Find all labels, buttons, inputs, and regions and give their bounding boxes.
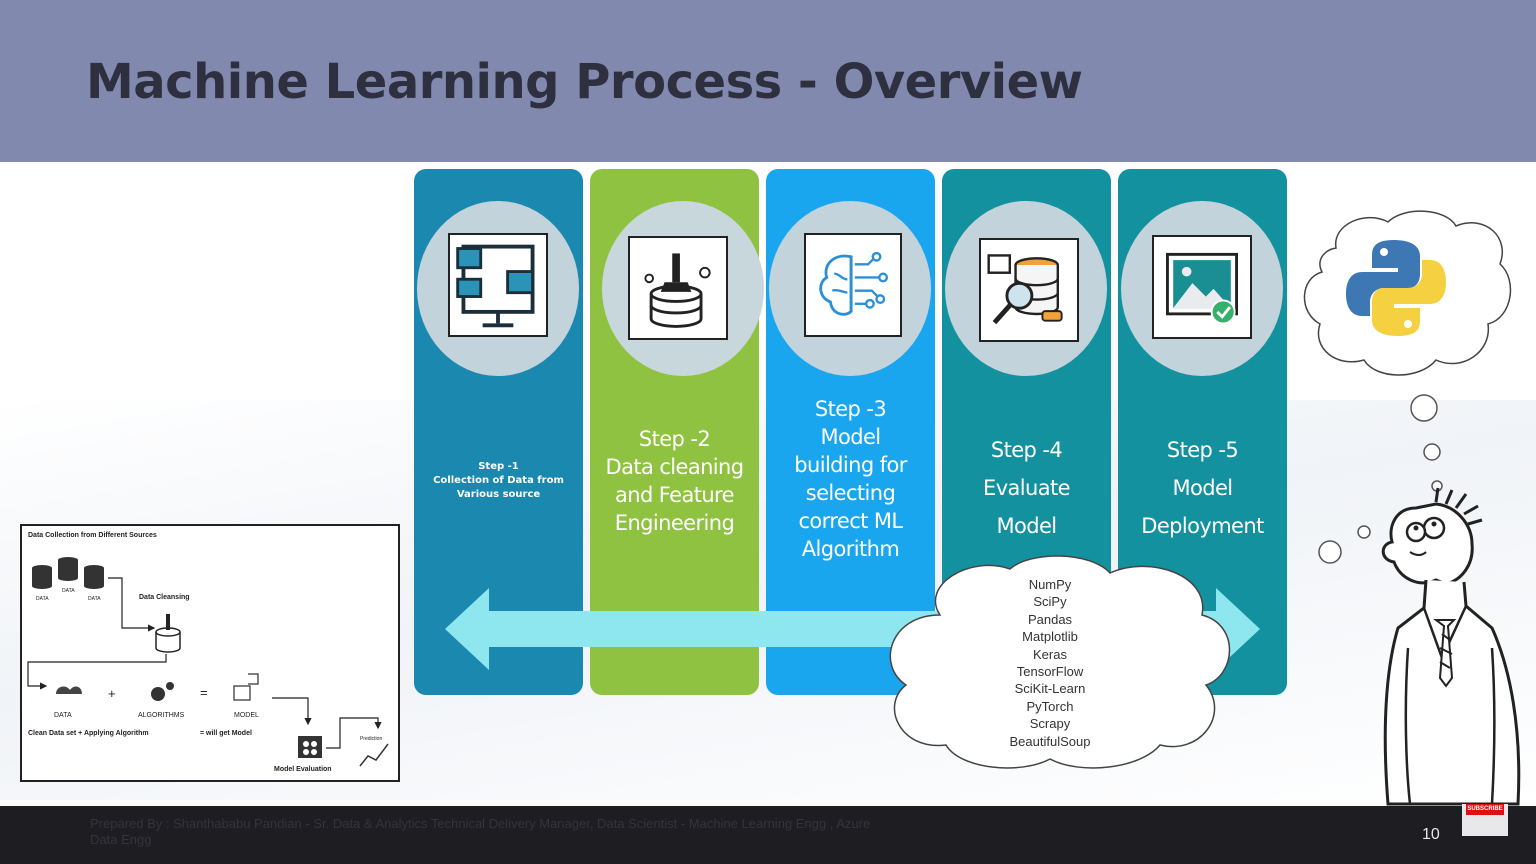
brain-circuit-icon [804,233,902,337]
step-3-label: Step -3 Model building for selecting cor… [770,395,931,563]
process-mini-diagram: Data Collection from Different Sources D… [20,524,400,782]
slide-footer: Prepared By : Shanthababu Pandian - Sr. … [0,806,1536,864]
step-5-label: Step -5 Model Deployment [1122,431,1283,545]
title-bar: Machine Learning Process - Overview [0,0,1536,162]
step-3-desc-line-5: Algorithm [801,537,900,561]
scientist-thinking-illustration [1303,210,1521,806]
footer-credit: Prepared By : Shanthababu Pandian - Sr. … [90,816,871,847]
step-1-title: Step -1 [478,461,519,472]
step-1-icon-circle [417,201,579,376]
tool-tensorflow: TensorFlow [1016,664,1084,680]
tool-numpy: NumPy [1028,577,1072,592]
tool-keras: Keras [1033,646,1067,662]
step-2-label: Step -2 Data cleaning and Feature Engine… [594,425,755,537]
step-4-desc-line-2: Model [996,514,1057,538]
model-label: MODEL [234,712,259,719]
step-3-column: Step -3 Model building for selecting cor… [766,169,935,695]
step-1-label: Step -1 Collection of Data from Various … [418,460,579,502]
step-2-column: Step -2 Data cleaning and Feature Engine… [590,169,764,695]
data-label: DATA [54,712,72,719]
step-2-title: Step -2 [638,427,711,451]
step-4-label: Step -4 Evaluate Model [946,431,1107,545]
step-5-title: Step -5 [1166,438,1239,462]
step-1-desc-line-2: Various source [456,489,541,500]
subscribe-badge: SUBSCRIBE [1466,804,1504,815]
db-label-3: DATA [88,596,101,602]
step-1-column: Step -1 Collection of Data from Various … [414,169,583,695]
step-3-desc-line-2: building for [794,453,907,477]
step-4-title: Step -4 [990,438,1063,462]
diagram-title: Data Collection from Different Sources [28,532,157,539]
tool-pandas: Pandas [1027,611,1073,627]
page-number: 10 [1422,826,1440,843]
step-3-icon-circle [769,201,931,376]
process-double-arrow [445,588,1260,670]
data-analysis-icon [979,238,1079,342]
db-label-1: DATA [36,596,49,602]
step-2-icon-circle [602,201,764,376]
cleansing-label: Data Cleansing [139,594,190,601]
step-1-desc-line-1: Collection of Data from [433,475,564,486]
tool-scrapy: Scrapy [1029,716,1071,732]
step-3-desc-line-3: selecting [805,481,896,505]
equals-sign: = [200,685,208,700]
step-3-title: Step -3 [814,397,887,421]
step-4-desc-line-1: Evaluate [983,476,1071,500]
step-2-desc-line-1: Data cleaning [605,455,745,479]
step-5-icon-circle [1121,201,1283,376]
step-3-desc-line-4: correct ML [798,509,903,533]
database-icon [32,557,104,589]
step-4-icon-circle [945,201,1107,376]
step-3-desc-line-1: Model [820,425,881,449]
step-2-desc-line-3: Engineering [614,511,735,535]
step-5-desc-line-1: Model [1172,476,1233,500]
clean-data-note: Clean Data set + Applying Algorithm [28,730,149,737]
model-note: = will get Model [200,730,252,737]
network-monitor-icon [448,233,548,337]
evaluation-label: Model Evaluation [274,766,332,773]
tool-scipy: SciPy [1033,594,1067,610]
tool-pytorch: PyTorch [1026,698,1074,714]
slide-title: Machine Learning Process - Overview [86,54,1083,110]
subscribe-button[interactable]: SUBSCRIBE [1462,804,1508,836]
database-cleaning-icon [628,236,728,340]
tools-thought-cloud [889,555,1231,769]
ml-tools-list: NumPy SciPy Pandas Matplotlib Keras Tens… [970,576,1130,750]
image-check-icon [1152,235,1252,339]
diagram-graphics [27,557,389,767]
tool-matplotlib: Matplotlib [1022,629,1078,645]
db-label-2: DATA [62,588,75,594]
step-2-desc-line-2: and Feature [615,483,735,507]
step-5-desc-line-2: Deployment [1141,514,1264,538]
algorithms-label: ALGORITHMS [138,712,185,719]
tool-scikit-learn: SciKit-Learn [1014,681,1086,697]
prediction-label: Prediction [360,736,383,742]
plus-sign: + [108,686,116,701]
tool-beautifulsoup: BeautifulSoup [1009,733,1091,749]
